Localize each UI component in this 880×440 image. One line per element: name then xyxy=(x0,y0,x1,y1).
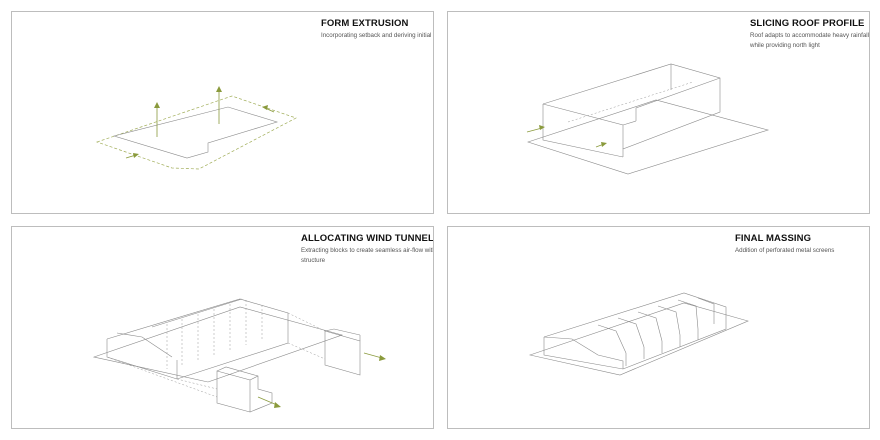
airflow-arrow-right xyxy=(363,352,386,361)
panel-allocating-wind-tunnels: ALLOCATING WIND TUNNELS Extracting block… xyxy=(11,226,434,429)
metal-screens xyxy=(597,297,715,366)
panel-title: ALLOCATING WIND TUNNELS xyxy=(301,233,434,244)
airflow-arrow-bottom xyxy=(257,396,281,408)
final-massing-diagram xyxy=(528,292,749,376)
panel-slicing-roof-profile: SLICING ROOF PROFILE Roof adapts to acco… xyxy=(447,11,870,214)
extracted-block-right xyxy=(324,328,361,376)
site-footprint xyxy=(112,106,279,159)
extrusion-arrow-left xyxy=(154,102,160,137)
panel-description: Extracting blocks to create seamless air… xyxy=(301,247,434,264)
panel-final-massing: FINAL MASSING Addition of perforated met… xyxy=(447,226,870,429)
panel-description: Incorporating setback and deriving initi… xyxy=(321,32,433,39)
panel-form-extrusion: FORM EXTRUSION Incorporating setback and… xyxy=(11,11,434,214)
ground-plane xyxy=(92,306,344,383)
extrusion-diagram xyxy=(95,86,297,170)
panel-title: FORM EXTRUSION xyxy=(321,18,409,29)
panel-description: Roof adapts to accommodate heavy rainfal… xyxy=(750,32,870,49)
ground-plane xyxy=(528,302,749,376)
north-light-arrow-left xyxy=(526,125,545,133)
roof-profile-diagram xyxy=(526,63,770,175)
extrusion-arrow-right xyxy=(216,86,222,124)
panel-title: SLICING ROOF PROFILE xyxy=(750,18,865,29)
panel-description: Addition of perforated metal screens xyxy=(735,247,835,254)
ground-plane xyxy=(527,99,770,175)
extracted-block-bottom xyxy=(216,366,273,413)
panel-title: FINAL MASSING xyxy=(735,233,812,244)
setback-outline xyxy=(95,95,297,170)
setback-arrow-top xyxy=(262,105,275,113)
setback-arrow-bottom xyxy=(125,153,139,159)
north-light-arrow-right xyxy=(595,142,607,148)
wind-tunnels-diagram xyxy=(92,298,386,413)
